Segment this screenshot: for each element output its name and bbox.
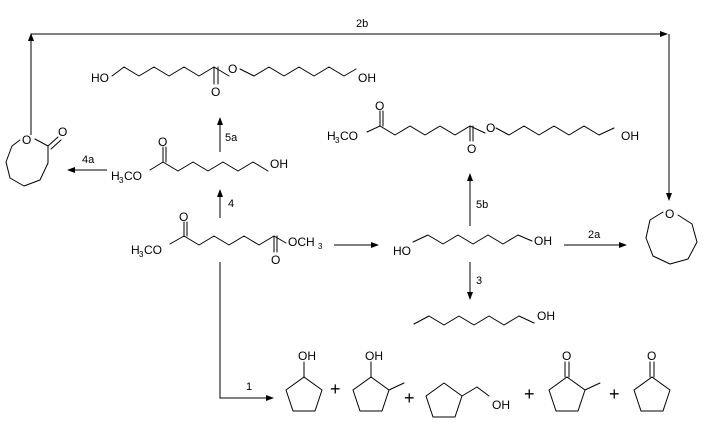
svg-text:H: H: [131, 243, 140, 257]
step-labels: 2b 4a 4 5a 5b 2a 3 1: [82, 18, 601, 393]
molecule-caprolactone: O O: [5, 125, 67, 187]
step-label-5b: 5b: [476, 199, 488, 211]
svg-text:CO: CO: [124, 169, 142, 183]
svg-text:H: H: [327, 129, 336, 143]
svg-text:O: O: [467, 142, 476, 156]
svg-text:3: 3: [318, 242, 323, 251]
step-label-2b: 2b: [356, 18, 368, 30]
svg-text:O: O: [271, 253, 280, 267]
svg-text:OH: OH: [270, 157, 288, 171]
svg-text:O: O: [158, 135, 167, 149]
step-label-5a: 5a: [225, 132, 238, 144]
svg-text:CO: CO: [340, 129, 358, 143]
products-row: OH + OH + OH + O +: [285, 349, 671, 418]
svg-text:O: O: [486, 121, 495, 135]
svg-text:OH: OH: [534, 234, 552, 248]
svg-text:OCH: OCH: [288, 235, 315, 249]
svg-text:HO: HO: [91, 71, 109, 85]
plus-sign: +: [404, 388, 415, 408]
svg-text:O: O: [665, 207, 674, 221]
molecule-hydroxyhexyl-hydroxyhexanoate: HO O O OH: [91, 62, 376, 99]
step-label-1: 1: [246, 381, 252, 393]
molecule-oxepane: O: [645, 207, 698, 265]
arrow-1: [219, 262, 274, 401]
molecule-cyclopentanone: O: [633, 349, 671, 412]
svg-text:OH: OH: [492, 398, 510, 412]
step-label-3: 3: [476, 275, 482, 287]
step-label-4a: 4a: [82, 154, 95, 166]
svg-text:HO: HO: [393, 244, 411, 258]
molecule-methyl-hydroxyhexanoate: H 3 CO O OH: [111, 135, 288, 185]
molecule-cyclopentanol: OH: [285, 349, 323, 412]
svg-text:OH: OH: [621, 129, 639, 143]
svg-text:CO: CO: [144, 243, 162, 257]
molecule-dimethyl-adipate: H 3 CO O OCH 3 O: [131, 210, 323, 267]
plus-sign: +: [330, 379, 341, 399]
svg-text:OH: OH: [537, 309, 555, 323]
molecule-alkanol: OH: [413, 309, 555, 326]
svg-text:O: O: [22, 133, 31, 147]
step-label-4: 4: [228, 198, 234, 210]
svg-text:O: O: [228, 62, 237, 76]
svg-text:3: 3: [335, 136, 340, 145]
molecule-methylcyclopentanone: O: [548, 349, 601, 412]
svg-text:O: O: [562, 349, 571, 363]
svg-text:H: H: [111, 169, 120, 183]
svg-text:O: O: [179, 210, 188, 224]
molecule-hydroxyhexyl-methyl-adipate: H 3 CO O O O OH: [327, 99, 639, 156]
svg-text:OH: OH: [298, 349, 316, 363]
molecule-cyclopentylmethanol: OH: [425, 382, 510, 418]
step-label-2a: 2a: [588, 229, 601, 241]
svg-text:3: 3: [139, 250, 144, 259]
svg-text:OH: OH: [365, 349, 383, 363]
svg-text:O: O: [211, 85, 220, 99]
arrows: [28, 31, 672, 401]
molecule-methylcyclopentanol: OH: [352, 349, 405, 412]
molecule-hexanediol: HO OH: [393, 234, 552, 258]
svg-text:O: O: [58, 125, 67, 139]
plus-sign: +: [524, 384, 535, 404]
plus-sign: +: [609, 384, 620, 404]
svg-text:3: 3: [119, 176, 124, 185]
svg-text:OH: OH: [358, 71, 376, 85]
svg-text:O: O: [375, 99, 384, 113]
svg-text:O: O: [647, 349, 656, 363]
